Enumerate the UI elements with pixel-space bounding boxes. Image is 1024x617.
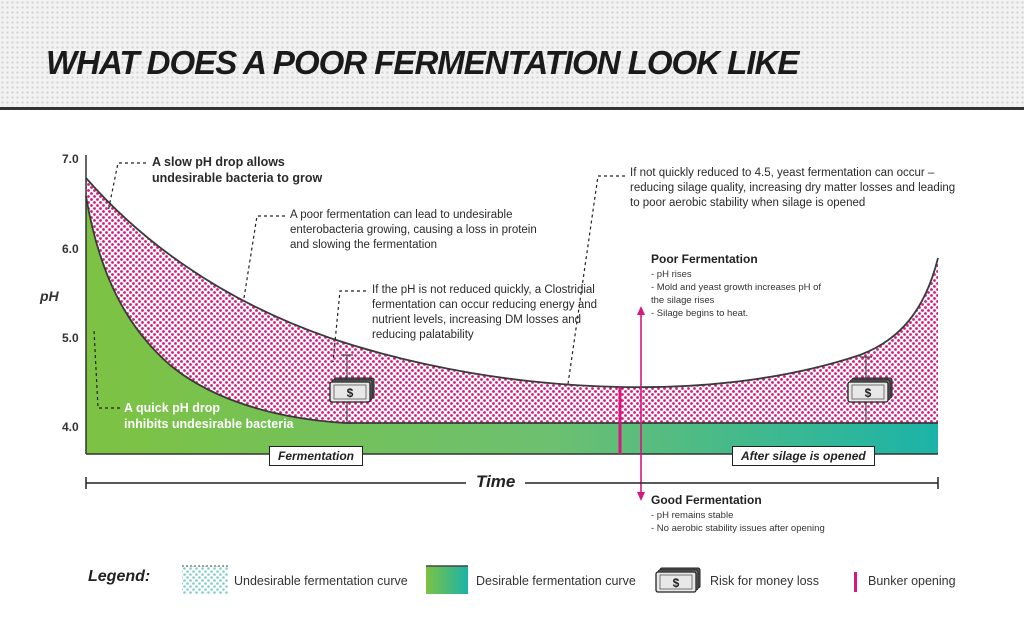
desirable-curve — [85, 195, 938, 424]
header-rule — [0, 107, 1024, 110]
legend-bunker-swatch — [854, 572, 857, 592]
legend-undesirable-swatch — [182, 566, 228, 594]
phase-label-fermentation: Fermentation — [269, 446, 364, 466]
good-fermentation-list: - pH remains stable - No aerobic stabili… — [651, 510, 825, 534]
y-tick-7: 7.0 — [62, 152, 79, 166]
leader-clostridial — [332, 290, 366, 363]
y-tick-6: 6.0 — [62, 242, 79, 256]
annotation-enterobacteria: A poor fermentation can lead to undesira… — [290, 209, 537, 251]
good-fermentation-title: Good Fermentation — [651, 493, 762, 507]
money-symbol: $ — [347, 386, 354, 400]
poor-fermentation-list: - pH rises - Mold and yeast growth incre… — [651, 269, 822, 319]
legend-desirable-label: Desirable fermentation curve — [476, 574, 636, 588]
leader-slow-drop — [107, 162, 146, 213]
undesirable-curve — [85, 177, 939, 389]
legend-money-icon: $ — [655, 567, 701, 593]
desirable-area — [86, 196, 938, 454]
leader-quick-drop — [93, 329, 120, 409]
annotation-yeast: If not quickly reduced to 4.5, yeast fer… — [630, 167, 956, 209]
leader-enterobacteria — [243, 215, 285, 299]
y-axis-label: pH — [40, 288, 59, 304]
header-band — [0, 0, 1024, 108]
undesirable-area — [86, 178, 938, 423]
money-symbol: $ — [673, 576, 680, 590]
money-symbol: $ — [865, 386, 872, 400]
legend-money-label: Risk for money loss — [710, 574, 820, 588]
money-loss-icon: $ — [847, 377, 893, 403]
y-tick-4: 4.0 — [62, 420, 79, 434]
arrow-down-icon — [637, 492, 645, 501]
legend-undesirable-label: Undesirable fermentation curve — [234, 574, 408, 588]
phase-label-after-opening: After silage is opened — [732, 446, 875, 466]
legend-title: Legend: — [88, 568, 151, 585]
legend-bunker-label: Bunker opening — [868, 574, 956, 588]
annotation-clostridial: If the pH is not reduced quickly, a Clos… — [372, 284, 598, 341]
legend-desirable-swatch — [426, 566, 468, 594]
annotation-slow-drop: A slow pH drop allows undesirable bacter… — [152, 155, 323, 185]
x-axis-label-time: Time — [466, 472, 526, 492]
poor-fermentation-title: Poor Fermentation — [651, 252, 758, 266]
annotation-quick-drop: A quick pH drop inhibits undesirable bac… — [124, 401, 294, 431]
page-title: WHAT DOES A POOR FERMENTATION LOOK LIKE — [46, 44, 799, 81]
y-tick-5: 5.0 — [62, 331, 79, 345]
money-loss-icon: $ — [329, 377, 375, 403]
arrow-up-icon — [637, 306, 645, 315]
leader-yeast — [567, 175, 625, 385]
